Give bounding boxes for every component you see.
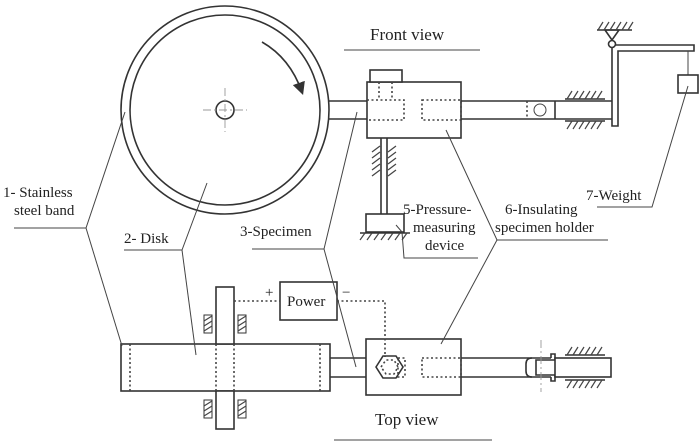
- stainless-steel-band: [120, 5, 330, 215]
- holder-top-hidden-rod: [421, 357, 462, 378]
- pressure-sensor-block: [365, 213, 405, 233]
- label-pressure-device-1: 5-Pressure-: [403, 202, 471, 218]
- label-pressure-device-3: device: [425, 238, 464, 254]
- label-disk: 2- Disk: [124, 231, 169, 247]
- shaft-bearing-hatch: [203, 314, 247, 419]
- label-holder-1: 6-Insulating: [505, 202, 578, 218]
- front-view: Front view: [120, 5, 699, 241]
- label-pressure-device-2: measuring: [413, 220, 476, 236]
- holder-hidden-specimen-slot: [367, 82, 405, 121]
- specimen-holder-front: [366, 81, 462, 139]
- disk-top-view: [120, 343, 331, 392]
- label-stainless-steel-band-1: 1- Stainless: [3, 185, 73, 201]
- label-stainless-steel-band-2: steel band: [14, 203, 75, 219]
- disk-shaft-bottom: [215, 390, 235, 430]
- rotation-arrow-icon: [261, 41, 305, 96]
- rod-pin-joint: [533, 103, 547, 117]
- front-view-title: Front view: [370, 25, 445, 44]
- leader-holder-top: [440, 239, 498, 345]
- rod-end-guide-hatch: [565, 346, 605, 389]
- disk-shaft-top: [215, 286, 235, 345]
- holder-hidden-rod-slot: [421, 99, 462, 121]
- pressure-rod-guide-hatch: [371, 145, 397, 177]
- leader-disk-top: [181, 249, 197, 356]
- leader-specimen-top: [323, 248, 357, 368]
- bell-crank-lever: [611, 44, 695, 127]
- label-weight: 7-Weight: [586, 188, 642, 204]
- disk: [129, 14, 321, 206]
- power-supply-label: Power: [287, 294, 325, 310]
- holder-top-hidden-specimen: [397, 357, 406, 378]
- lever-pivot-support: [603, 29, 621, 42]
- power-plus-terminal: +: [265, 285, 273, 301]
- rod-guide-hatch-bottom: [565, 120, 605, 130]
- leader-pressure-device: [395, 224, 478, 259]
- leader-stainless-steel-band-top: [85, 227, 123, 347]
- weight-block: [677, 74, 699, 94]
- rod-guide-hatch-top: [565, 90, 605, 100]
- holder-clamp-screw: [369, 69, 403, 83]
- callouts: 1- Stainless steel band 2- Disk 3-Specim…: [3, 85, 689, 368]
- specimen-holder-top: [365, 338, 462, 396]
- hex-clamp-screw: [375, 355, 404, 379]
- lever-pivot: [607, 39, 617, 49]
- top-view: Power + − Top view: [120, 281, 612, 441]
- rod-end-top-view: [554, 357, 612, 378]
- power-supply-box: [279, 281, 338, 321]
- leader-weight: [597, 85, 689, 208]
- label-holder-2: specimen holder: [495, 220, 594, 236]
- label-specimen: 3-Specimen: [240, 224, 312, 240]
- top-view-title: Top view: [375, 410, 439, 429]
- lever-pivot-ground-hatch: [597, 21, 634, 31]
- hex-clamp-screw-inner: [380, 359, 399, 375]
- rod-clevis-joint: [525, 353, 556, 382]
- power-minus-terminal: −: [342, 285, 350, 301]
